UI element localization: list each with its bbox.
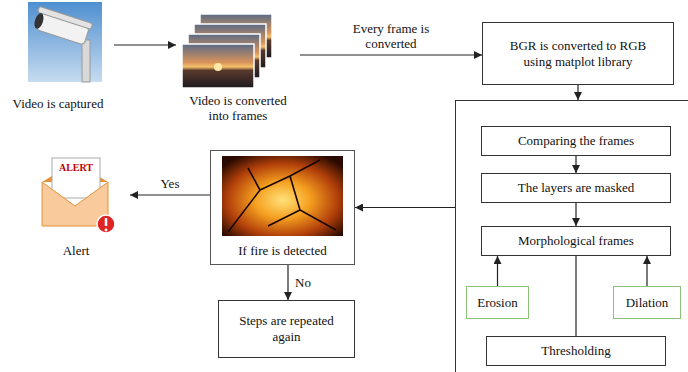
process-box: The layers are masked [481,173,671,203]
node-text: Thresholding [541,343,610,359]
camera-pole [82,40,90,82]
fire-detection-box: If fire is detected [210,150,355,265]
connector [114,44,176,45]
camera-node: Video is captured [2,2,114,114]
edge-label: Every frame is converted [339,21,443,52]
exclamation-dot [105,229,108,232]
process-box: Steps are repeated again [218,300,355,358]
processing-panel: Comparing the framesThe layers are maske… [455,100,688,372]
operation-box: Erosion [466,286,529,319]
node-text: The layers are masked [518,180,635,196]
connector [575,256,576,336]
connector [646,256,647,286]
connector [355,207,455,208]
process-box: Comparing the frames [481,126,671,156]
burning-branches [228,160,336,232]
frames-illustration [182,14,272,88]
process-box: Morphological frames [481,226,671,256]
alert-badge [97,215,115,233]
alert-paper [52,158,100,198]
node-text: If fire is detected [238,243,326,259]
node-text: Dilation [626,295,669,311]
video-frame [182,44,254,88]
node-text: Erosion [477,295,517,311]
connector [577,85,578,100]
sun [214,63,222,71]
connector [287,265,288,300]
node-text: Steps are repeated again [225,313,348,344]
camera-hood [38,6,93,29]
process-box: BGR is converted to RGB using matplot li… [482,22,674,85]
node-text: Video is captured [13,96,104,112]
node-text: Comparing the frames [518,133,634,149]
node-text: BGR is converted to RGB using matplot li… [503,38,653,69]
frames-node: Video is converted into frames [176,8,300,126]
operation-box: Dilation [613,286,681,319]
node-text: Video is converted into frames [182,93,294,124]
connector [575,156,576,173]
node-text: Alert [63,243,90,259]
connector [130,194,210,195]
alert-icon [42,158,115,233]
process-box: Thresholding [486,336,666,366]
exclamation-bar [105,218,108,226]
connector [300,54,482,55]
connector [575,203,576,226]
camera-lens [33,12,46,30]
camera-illustration [28,2,102,82]
node-text: Morphological frames [518,233,634,249]
connector [497,256,498,286]
edge-label: No [293,275,313,291]
alert-node: ALERT Alert [22,150,130,262]
node-text: ALERT [59,162,93,174]
sky-background [28,2,102,82]
fire-image [222,156,343,236]
fire-illustration [222,156,343,236]
camera-body [32,6,92,45]
edge-label: Yes [159,176,182,192]
